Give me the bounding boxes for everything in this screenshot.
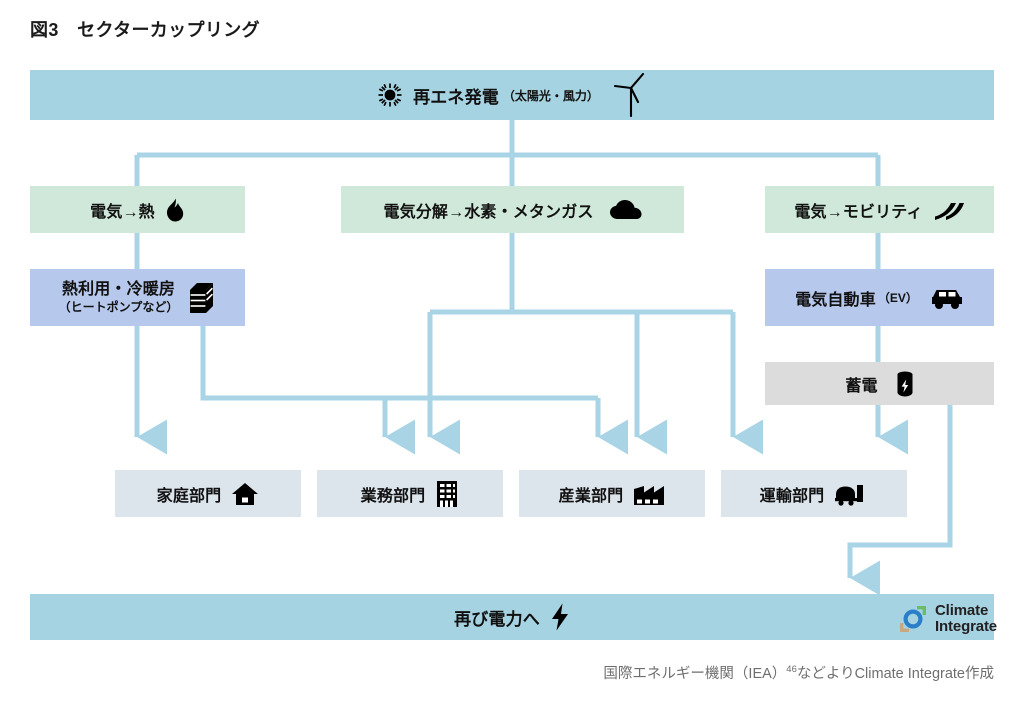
- application-sublabel-0: （ヒートポンプなど）: [58, 300, 179, 314]
- truck-icon: [834, 482, 868, 506]
- climate-integrate-logo: Climate Integrate: [898, 603, 997, 634]
- bottom-banner-label: 再び電力へ: [454, 609, 540, 629]
- lightning-bolt-icon: [550, 603, 570, 631]
- factory-icon: [633, 482, 665, 506]
- conversion-label-1: 電気分解→水素・メタンガス: [383, 203, 594, 221]
- application-sublabel-1: （EV）: [877, 291, 918, 305]
- conversion-box-electricity-to-mobility: 電気→モビリティ: [765, 186, 994, 233]
- office-building-icon: [435, 480, 459, 508]
- application-box-electric-vehicle: 電気自動車 （EV）: [765, 269, 994, 326]
- car-icon: [930, 286, 964, 310]
- conversion-label-0: 電気→熱: [90, 203, 155, 221]
- caption-post: などよりClimate Integrate作成: [796, 666, 994, 682]
- application-label-1: 電気自動車: [795, 291, 876, 309]
- sector-box-residential: 家庭部門: [115, 470, 301, 517]
- heat-pump-unit-icon: [188, 282, 216, 314]
- application-label-0: 熱利用・冷暖房: [61, 281, 176, 298]
- sector-label-3: 運輸部門: [759, 487, 825, 505]
- source-caption: 国際エネルギー機関（IEA）46などよりClimate Integrate作成: [603, 662, 994, 683]
- conversion-box-electrolysis-hydrogen-methane: 電気分解→水素・メタンガス: [341, 186, 684, 233]
- sun-icon: [377, 82, 403, 108]
- sector-label-0: 家庭部門: [156, 487, 222, 505]
- application-box-heat-use-hvac: 熱利用・冷暖房 （ヒートポンプなど）: [30, 269, 245, 326]
- sector-box-industrial: 産業部門: [519, 470, 705, 517]
- page-title: 図3 セクターカップリング: [30, 20, 260, 40]
- caption-pre: 国際エネルギー機関（IEA）: [603, 666, 787, 682]
- top-banner-label: 再エネ発電: [413, 87, 499, 107]
- storage-box-battery: 蓄電: [765, 362, 994, 405]
- logo-text: Climate Integrate: [935, 602, 997, 635]
- sector-box-transport: 運輸部門: [721, 470, 907, 517]
- caption-footnote-number: 46: [786, 664, 797, 676]
- cloud-icon: [609, 199, 642, 220]
- bottom-banner-back-to-electricity: 再び電力へ: [30, 594, 994, 640]
- conversion-box-electricity-to-heat: 電気→熱: [30, 186, 245, 233]
- storage-label: 蓄電: [845, 377, 878, 395]
- sector-label-1: 業務部門: [360, 487, 426, 505]
- battery-icon: [896, 371, 914, 397]
- climate-integrate-bracket-logo-icon: [898, 604, 928, 634]
- mobility-swoosh-icon: [933, 199, 965, 221]
- sector-label-2: 産業部門: [558, 487, 624, 505]
- top-banner-sublabel: （太陽光・風力）: [502, 88, 599, 103]
- top-banner-renewable-generation: 再エネ発電 （太陽光・風力）: [30, 70, 994, 120]
- wind-turbine-icon: [613, 73, 647, 117]
- sector-box-commercial: 業務部門: [317, 470, 503, 517]
- conversion-label-2: 電気→モビリティ: [794, 203, 923, 221]
- house-icon: [231, 482, 259, 506]
- flame-icon: [165, 198, 185, 222]
